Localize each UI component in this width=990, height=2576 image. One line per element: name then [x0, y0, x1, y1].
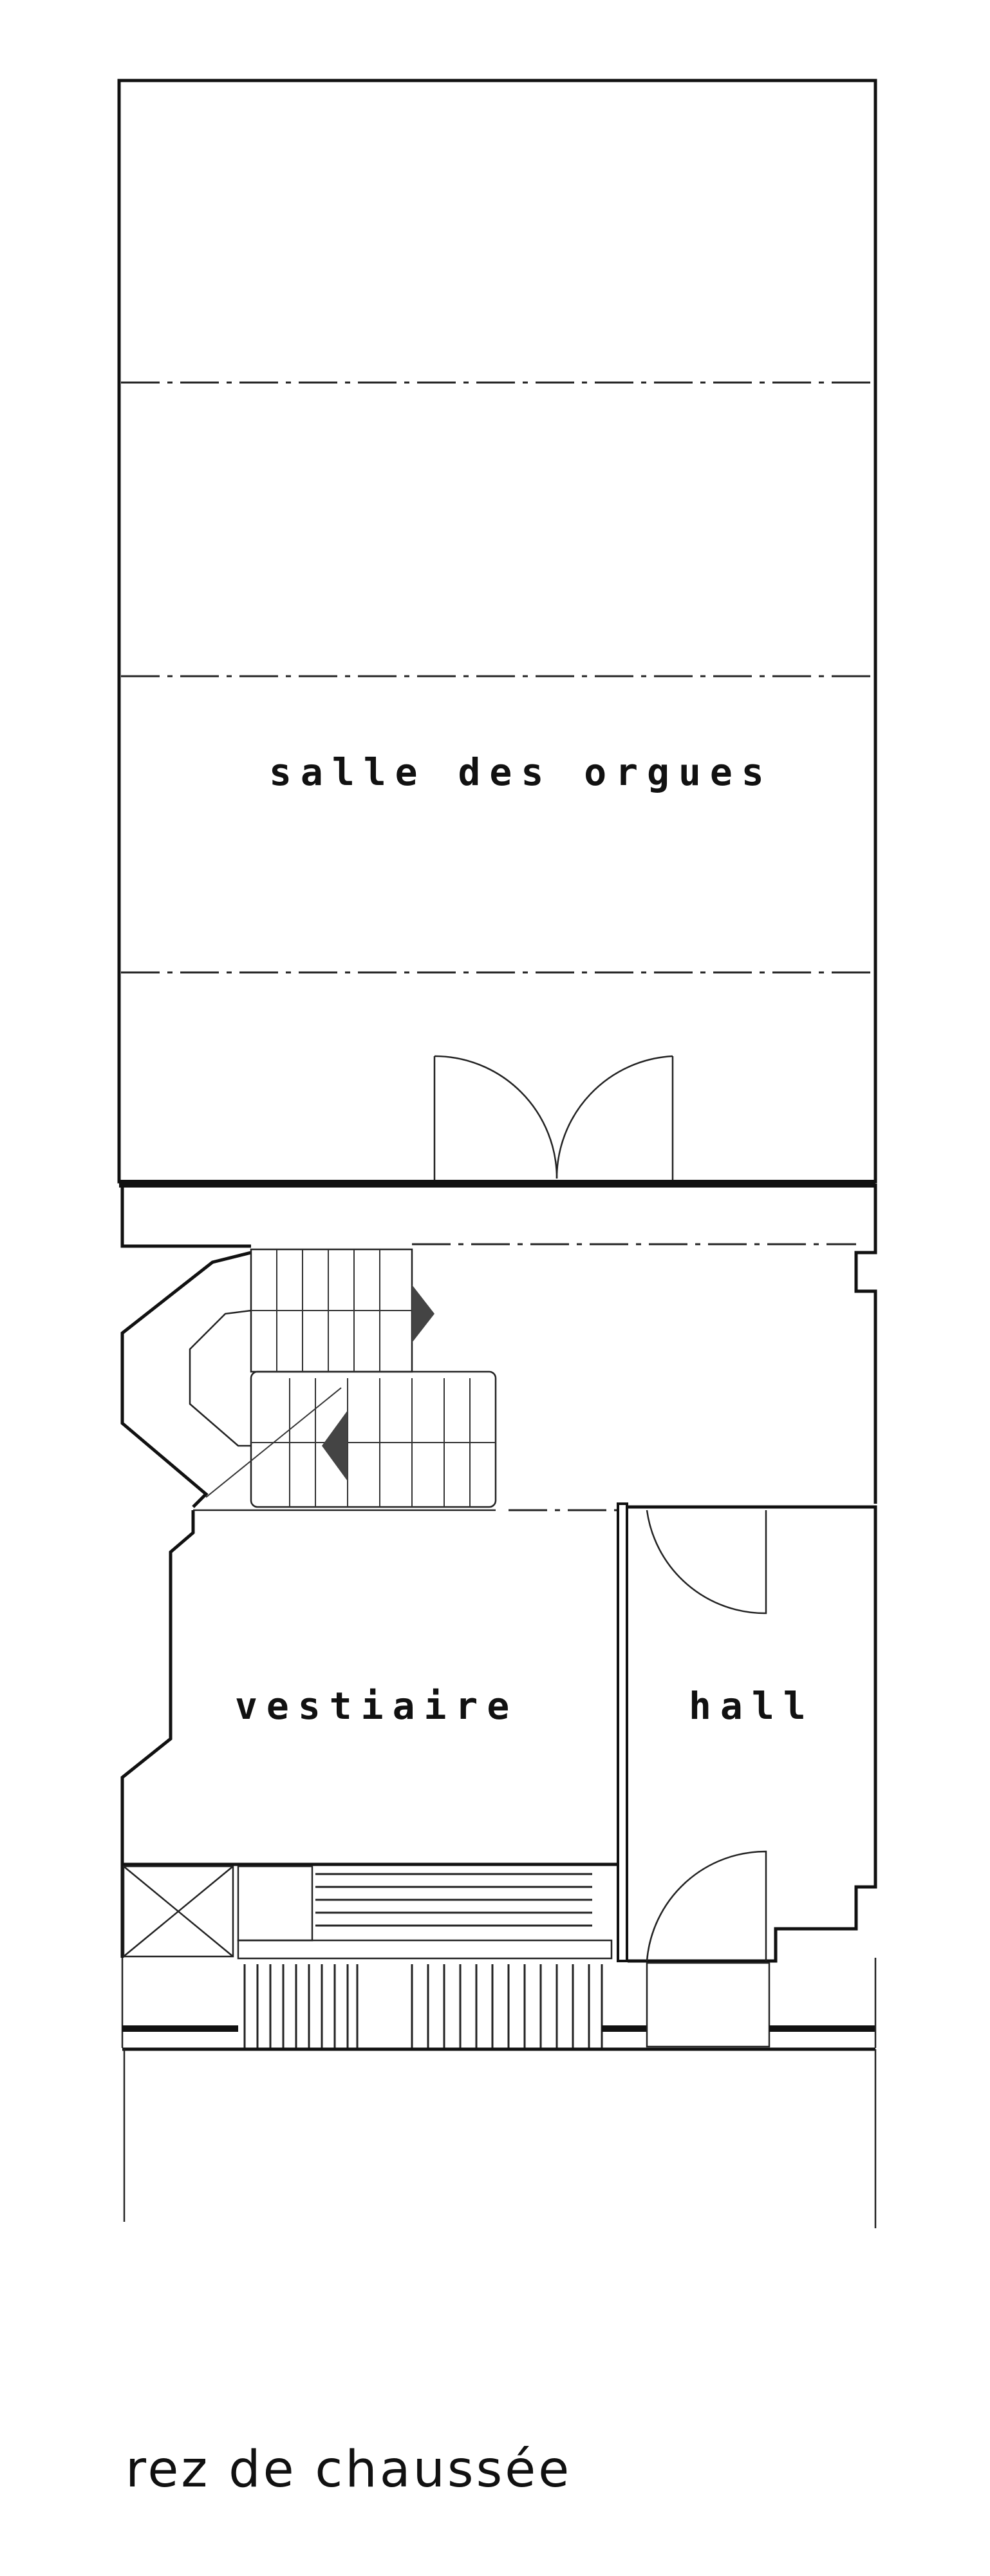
corridor-walls	[120, 1184, 877, 1504]
hall-door-upper	[646, 1510, 767, 1615]
hall-walls	[628, 1505, 877, 1963]
floor-caption: rez de chaussée	[126, 2441, 572, 2499]
cloakroom-walls	[120, 1502, 628, 1962]
facade	[121, 1958, 877, 2228]
organ-hall-walls	[117, 79, 877, 1188]
stair-arrow-up-icon	[412, 1285, 434, 1343]
room-label-hall: hall	[689, 1684, 815, 1728]
staircase	[120, 1248, 497, 1508]
stair-arrow-down-icon	[322, 1410, 348, 1481]
double-door	[433, 1055, 674, 1180]
hall-door-entrance	[646, 1850, 767, 1962]
dash-dot-lines	[121, 381, 873, 974]
room-label-organ-hall: salle des orgues	[269, 750, 773, 794]
room-label-cloakroom: vestiaire	[235, 1684, 519, 1728]
